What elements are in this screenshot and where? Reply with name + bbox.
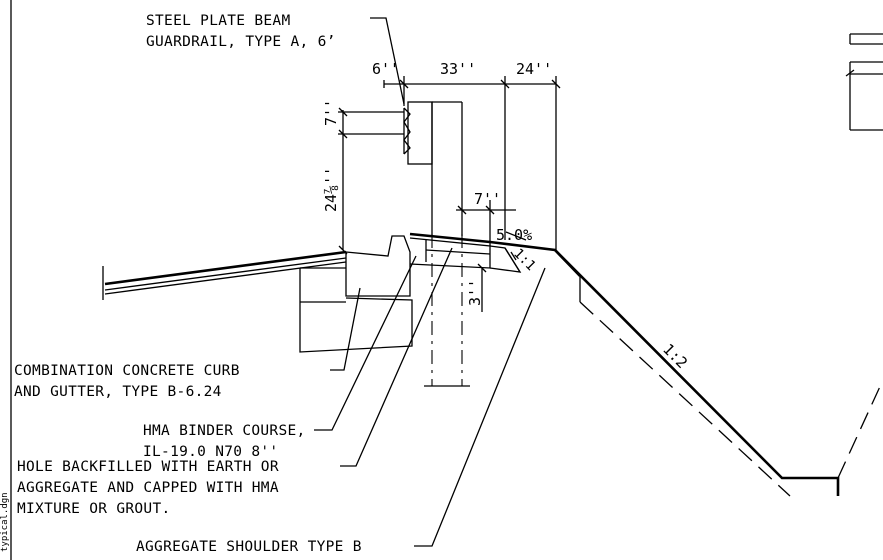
embankment-slope xyxy=(554,249,883,497)
shoulder-callout: AGGREGATE SHOULDER TYPE B xyxy=(136,539,362,555)
hole-callout-line1: HOLE BACKFILLED WITH EARTH OR xyxy=(17,459,279,475)
concrete-curb-and-gutter xyxy=(299,235,413,353)
dim-post-embed-offset: 7'' xyxy=(474,190,501,208)
binder-callout-line2: IL-19.0 N70 8'' xyxy=(143,444,278,460)
curb-callout-line2: AND GUTTER, TYPE B-6.24 xyxy=(14,384,222,400)
cross-slope-label: 5.0% xyxy=(496,226,532,244)
dim-backfill-depth: 3'' xyxy=(466,279,484,306)
dim-post-offset: 6'' xyxy=(372,60,399,78)
file-name-margin: typical.dgn xyxy=(0,492,10,552)
curb-callout-line1: COMBINATION CONCRETE CURB xyxy=(14,363,240,379)
dim-rail-span: 33'' xyxy=(440,60,476,78)
wedge-slope-label: 1:1 xyxy=(510,246,539,275)
dim-rail-height: 24⅞'' xyxy=(322,167,340,212)
pavement-surface xyxy=(102,250,347,300)
guardrail-callout-line2: GUARDRAIL, TYPE A, 6’ xyxy=(146,34,336,50)
hole-callout-line2: AGGREGATE AND CAPPED WITH HMA xyxy=(17,480,279,496)
dim-block-height: 7'' xyxy=(322,99,340,126)
dim-shoulder-width: 24'' xyxy=(516,60,552,78)
guardrail-post xyxy=(424,101,470,387)
guardrail-callout-line1: STEEL PLATE BEAM xyxy=(146,13,290,29)
hma-binder-course xyxy=(409,237,491,269)
binder-callout-line1: HMA BINDER COURSE, xyxy=(143,423,306,439)
adjacent-detail-partial xyxy=(845,33,883,131)
guardrail-block xyxy=(407,101,433,165)
steel-beam-rail xyxy=(403,107,411,155)
hole-callout-line3: MIXTURE OR GROUT. xyxy=(17,501,171,517)
dimension-lines xyxy=(338,76,561,312)
callout-leaders xyxy=(314,17,546,547)
fill-slope-label: 1:2 xyxy=(659,340,691,372)
